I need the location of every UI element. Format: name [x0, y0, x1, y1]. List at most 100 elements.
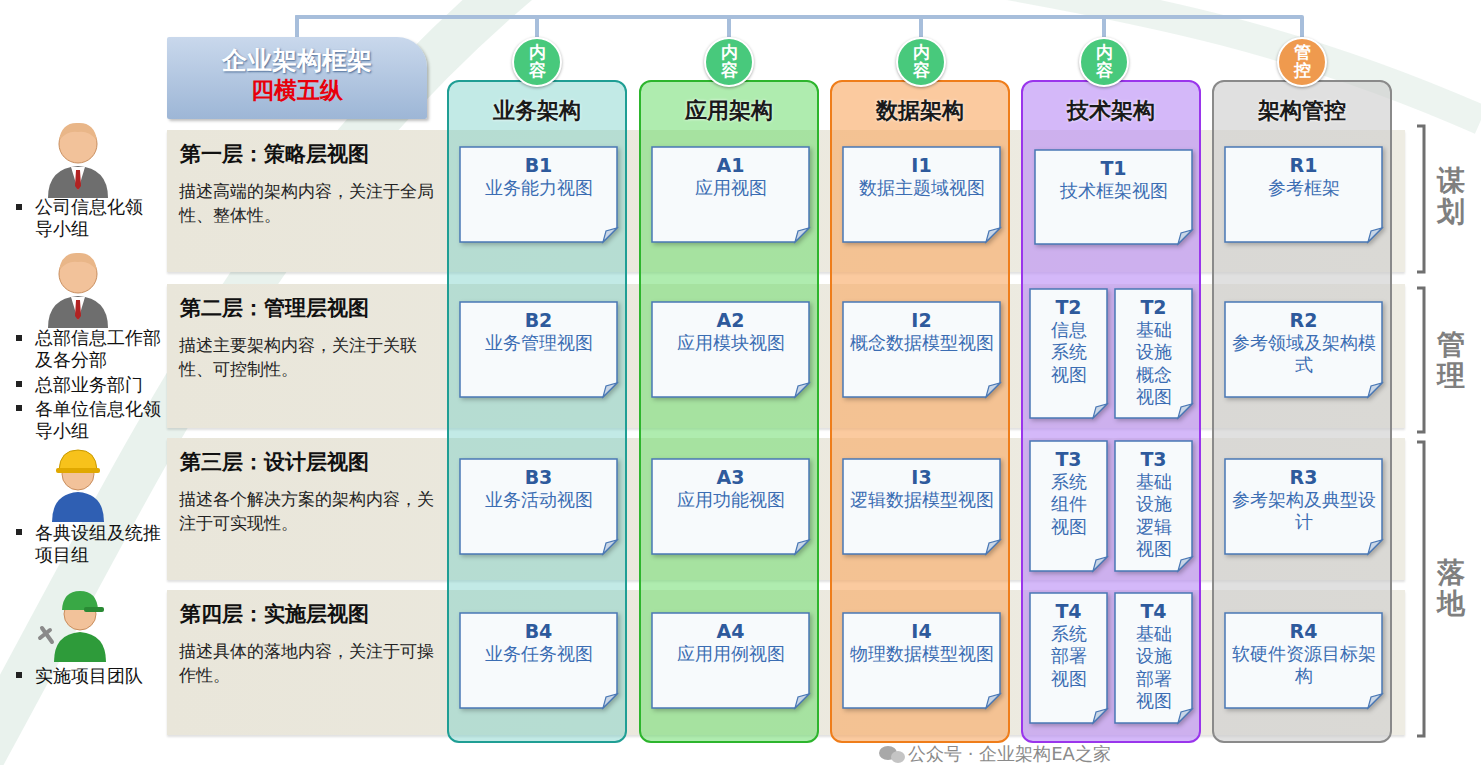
- role-label: 总部业务部门: [35, 374, 165, 396]
- card-shape: [460, 613, 617, 708]
- view-name: 基础设施部署视图: [1127, 623, 1180, 713]
- view-name: 概念数据模型视图: [849, 332, 994, 355]
- view-card: T4基础设施部署视图: [1115, 593, 1192, 723]
- view-card: T3系统组件视图: [1030, 441, 1107, 571]
- architecture-column: B1业务能力视图B2业务管理视图B3业务活动视图B4业务任务视图业务架构: [447, 80, 627, 743]
- view-card: R2参考领域及架构模式: [1225, 302, 1382, 397]
- category-badge: 内容: [704, 37, 754, 87]
- view-card: I2概念数据模型视图: [843, 302, 1000, 397]
- view-card: T1技术框架视图: [1035, 150, 1192, 244]
- view-code: A1: [658, 154, 803, 177]
- card-fold: [1178, 557, 1192, 571]
- column-heading: 应用架构: [641, 82, 817, 126]
- view-card: B1业务能力视图: [460, 147, 617, 242]
- badge-text: 内容: [1096, 44, 1113, 80]
- view-name: 应用视图: [658, 177, 803, 200]
- view-card: B3业务活动视图: [460, 459, 617, 554]
- card-fold: [1178, 404, 1192, 418]
- layer-description: 描述主要架构内容，关注于关联性、可控制性。: [179, 334, 435, 382]
- tree-connector: [297, 17, 921, 37]
- card-fold: [1368, 694, 1382, 708]
- view-card: T2信息系统视图: [1030, 289, 1107, 418]
- view-name: 应用模块视图: [658, 332, 803, 355]
- card-shape: [1030, 593, 1107, 723]
- badge-text: 内容: [529, 44, 546, 80]
- view-name: 应用功能视图: [658, 489, 803, 512]
- view-code: T3: [1042, 448, 1095, 471]
- architecture-column: T1技术框架视图T2信息系统视图T2基础设施概念视图T3系统组件视图T3基础设施…: [1021, 80, 1201, 743]
- card-shape: [1225, 302, 1382, 397]
- card-shape: [1225, 147, 1382, 242]
- column-heading: 技术架构: [1023, 82, 1199, 126]
- tree-connector: [297, 17, 1104, 37]
- card-shape: [843, 613, 1000, 708]
- card-shape: [1115, 441, 1192, 571]
- card-fold: [795, 383, 809, 397]
- category-badge: 内容: [896, 37, 946, 87]
- view-code: T2: [1042, 296, 1095, 319]
- architecture-column: I1数据主题域视图I2概念数据模型视图I3逻辑数据模型视图I4物理数据模型视图数…: [830, 80, 1010, 743]
- view-code: T4: [1042, 600, 1095, 623]
- view-card: B2业务管理视图: [460, 302, 617, 397]
- view-name: 系统组件视图: [1042, 471, 1095, 539]
- layer-description: 描述高端的架构内容，关注于全局性、整体性。: [179, 180, 435, 228]
- layer-description: 描述具体的落地内容，关注于可操作性。: [179, 640, 435, 688]
- column-heading: 数据架构: [832, 82, 1008, 126]
- layer-heading: 第一层：策略层视图: [180, 140, 369, 168]
- card-shape: [843, 302, 1000, 397]
- card-shape: [652, 147, 809, 242]
- view-card: R3参考架构及典型设计: [1225, 459, 1382, 554]
- layer-heading: 第二层：管理层视图: [180, 294, 369, 322]
- card-shape: [1030, 289, 1107, 418]
- view-name: 业务能力视图: [466, 177, 611, 200]
- card-fold: [1093, 709, 1107, 723]
- card-fold: [1368, 383, 1382, 397]
- category-badge: 管控: [1277, 37, 1327, 87]
- view-code: A3: [658, 466, 803, 489]
- view-code: I1: [849, 154, 994, 177]
- card-fold: [795, 540, 809, 554]
- card-fold: [1368, 540, 1382, 554]
- view-code: R3: [1231, 466, 1376, 489]
- card-fold: [986, 694, 1000, 708]
- view-code: T1: [1041, 157, 1186, 180]
- view-code: R1: [1231, 154, 1376, 177]
- card-shape: [843, 147, 1000, 242]
- badge-text: 管控: [1294, 44, 1311, 80]
- tree-connector: [297, 17, 1302, 37]
- view-card: R1参考框架: [1225, 147, 1382, 242]
- category-badge: 内容: [512, 37, 562, 87]
- tree-connector: [297, 17, 537, 37]
- worker-icon: [40, 591, 106, 662]
- view-card: T4系统部署视图: [1030, 593, 1107, 723]
- bullet-marks: [16, 204, 22, 678]
- title-subtitle: 四横五纵: [167, 76, 427, 106]
- card-fold: [603, 228, 617, 242]
- view-code: T3: [1127, 448, 1180, 471]
- role-label: 各单位信息化领导小组: [35, 398, 165, 442]
- view-card: T3基础设施逻辑视图: [1115, 441, 1192, 571]
- card-fold: [986, 540, 1000, 554]
- card-fold: [795, 228, 809, 242]
- card-shape: [460, 147, 617, 242]
- view-name: 软硬件资源目标架构: [1231, 643, 1376, 688]
- view-card: A1应用视图: [652, 147, 809, 242]
- tree-connector: [297, 17, 729, 37]
- role-label: 公司信息化领导小组: [35, 196, 147, 240]
- view-name: 数据主题域视图: [849, 177, 994, 200]
- title-text: 企业架构框架: [167, 45, 427, 76]
- view-card: B4业务任务视图: [460, 613, 617, 708]
- view-card: A3应用功能视图: [652, 459, 809, 554]
- engineer-icon: [52, 450, 104, 522]
- architecture-column: R1参考框架R2参考领域及架构模式R3参考架构及典型设计R4软硬件资源目标架构架…: [1212, 80, 1392, 743]
- view-code: I3: [849, 466, 994, 489]
- phase-label: 落地: [1437, 558, 1465, 620]
- view-name: 业务活动视图: [466, 489, 611, 512]
- view-name: 基础设施概念视图: [1127, 319, 1180, 409]
- category-badge: 内容: [1079, 37, 1129, 87]
- view-name: 基础设施逻辑视图: [1127, 471, 1180, 561]
- framework-title: 企业架构框架四横五纵: [167, 37, 427, 119]
- view-name: 逻辑数据模型视图: [849, 489, 994, 512]
- card-shape: [1035, 150, 1192, 244]
